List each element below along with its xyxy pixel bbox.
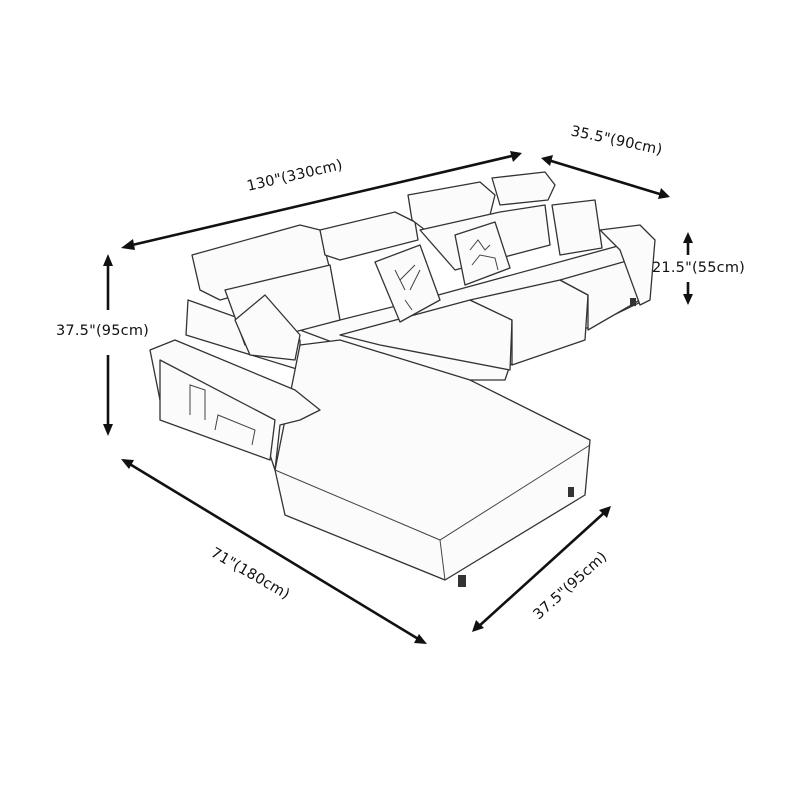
reindeer-pillow (454, 221, 511, 286)
plain-pillow-left (234, 294, 301, 361)
plain-pillow-right (551, 199, 603, 256)
headrests (191, 171, 556, 346)
deer-antler-pillow (374, 244, 441, 323)
sofa-body (149, 224, 656, 587)
overall-height-label: 37.5"(95cm) (56, 323, 150, 339)
seat-height-label: 21.5"(55cm) (652, 260, 746, 276)
dimension-arrows (103, 151, 693, 644)
pillows (234, 199, 603, 361)
